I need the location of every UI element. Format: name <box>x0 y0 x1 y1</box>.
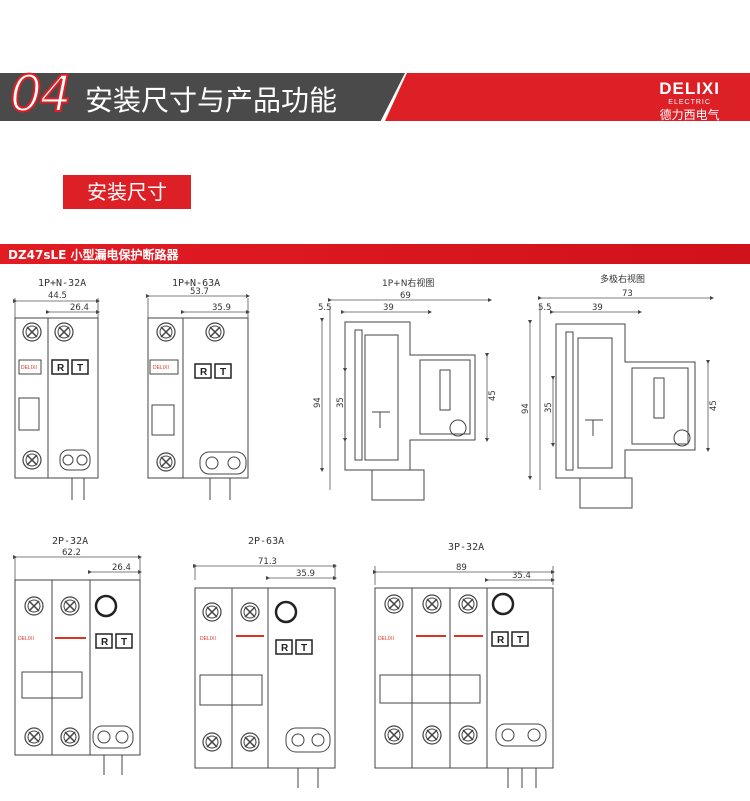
dim-width: 71.3 <box>258 557 277 567</box>
dim-right: 26.4 <box>112 563 131 573</box>
drawing-label: 3P-32A <box>448 542 484 553</box>
brand-cn: 德力西电气 <box>659 108 720 122</box>
dim-width: 44.5 <box>48 291 67 301</box>
svg-text:69: 69 <box>400 291 411 301</box>
svg-text:73: 73 <box>622 289 633 299</box>
product-bar: DZ47sLE 小型漏电保护断路器 <box>0 244 750 264</box>
svg-text:45: 45 <box>488 390 498 401</box>
dim-width: 62.2 <box>62 548 81 558</box>
drawing-side-multipole: 多极右视图 73 39 5.5 94 35 45 <box>521 273 719 509</box>
drawing-label: 1P+N-63A <box>172 278 220 289</box>
section-tag: 安装尺寸 <box>63 175 191 209</box>
drawing-label: 2P-63A <box>248 536 284 547</box>
svg-text:T: T <box>301 643 307 654</box>
dim-right: 35.9 <box>296 569 315 579</box>
header-dark-band <box>0 73 405 121</box>
svg-text:R: R <box>57 363 65 374</box>
brand-name: DELIXI <box>659 79 720 98</box>
drawing-label: 1P+N-32A <box>38 278 86 289</box>
svg-text:DELIXI: DELIXI <box>378 636 394 642</box>
drawing-1pn-32a: 1P+N-32A 44.5 26.4 DELIXI R T <box>13 278 100 500</box>
svg-text:5.5: 5.5 <box>538 303 552 313</box>
svg-text:R: R <box>497 635 505 646</box>
svg-text:5.5: 5.5 <box>318 303 332 313</box>
svg-text:R: R <box>200 367 208 378</box>
svg-text:DELIXI: DELIXI <box>200 636 216 642</box>
svg-text:T: T <box>220 367 226 378</box>
svg-text:35: 35 <box>336 397 346 408</box>
section-header: 04 安装尺寸与产品功能 DELIXI ELECTRIC 德力西电气 <box>0 64 750 124</box>
drawing-3p-32a: 3P-32A 89 35.4 DELIXI R T <box>373 542 555 788</box>
drawing-2p-63a: 2P-63A 71.3 35.9 DELIXI R T <box>193 536 337 788</box>
header-red-band <box>385 73 750 121</box>
svg-text:T: T <box>77 363 83 374</box>
section-number: 04 <box>9 64 73 124</box>
drawing-label: 1P+N右视图 <box>382 277 434 289</box>
drawing-label: 多极右视图 <box>600 273 645 285</box>
svg-text:R: R <box>101 637 109 648</box>
svg-text:45: 45 <box>709 400 719 411</box>
section-title: 安装尺寸与产品功能 <box>85 84 338 117</box>
svg-text:DELIXI: DELIXI <box>18 636 34 642</box>
svg-text:39: 39 <box>383 303 394 313</box>
dim-width: 53.7 <box>190 287 209 297</box>
dim-right: 26.4 <box>70 303 89 313</box>
svg-text:T: T <box>121 637 127 648</box>
product-name: DZ47sLE 小型漏电保护断路器 <box>8 248 179 262</box>
dim-right: 35.9 <box>212 303 231 313</box>
svg-text:94: 94 <box>313 397 323 408</box>
drawing-side-1pn: 1P+N右视图 69 39 5.5 94 35 45 <box>313 277 498 501</box>
panel-brand: DELIXI <box>21 365 37 371</box>
drawing-2p-32a: 2P-32A 62.2 26.4 DELIXI R T <box>13 536 142 775</box>
svg-text:94: 94 <box>521 403 531 414</box>
dim-width: 89 <box>456 563 467 573</box>
drawing-1pn-63a: 1P+N-63A 53.7 35.9 DELIXI R T <box>146 278 250 500</box>
brand-logo: DELIXI ELECTRIC 德力西电气 <box>659 79 720 123</box>
drawing-label: 2P-32A <box>52 536 88 547</box>
svg-text:T: T <box>517 635 523 646</box>
brand-sub: ELECTRIC <box>668 99 711 106</box>
svg-text:35: 35 <box>544 402 554 413</box>
svg-text:39: 39 <box>592 303 603 313</box>
dim-right: 35.4 <box>512 571 531 581</box>
svg-text:DELIXI: DELIXI <box>153 365 169 371</box>
svg-text:R: R <box>281 643 289 654</box>
